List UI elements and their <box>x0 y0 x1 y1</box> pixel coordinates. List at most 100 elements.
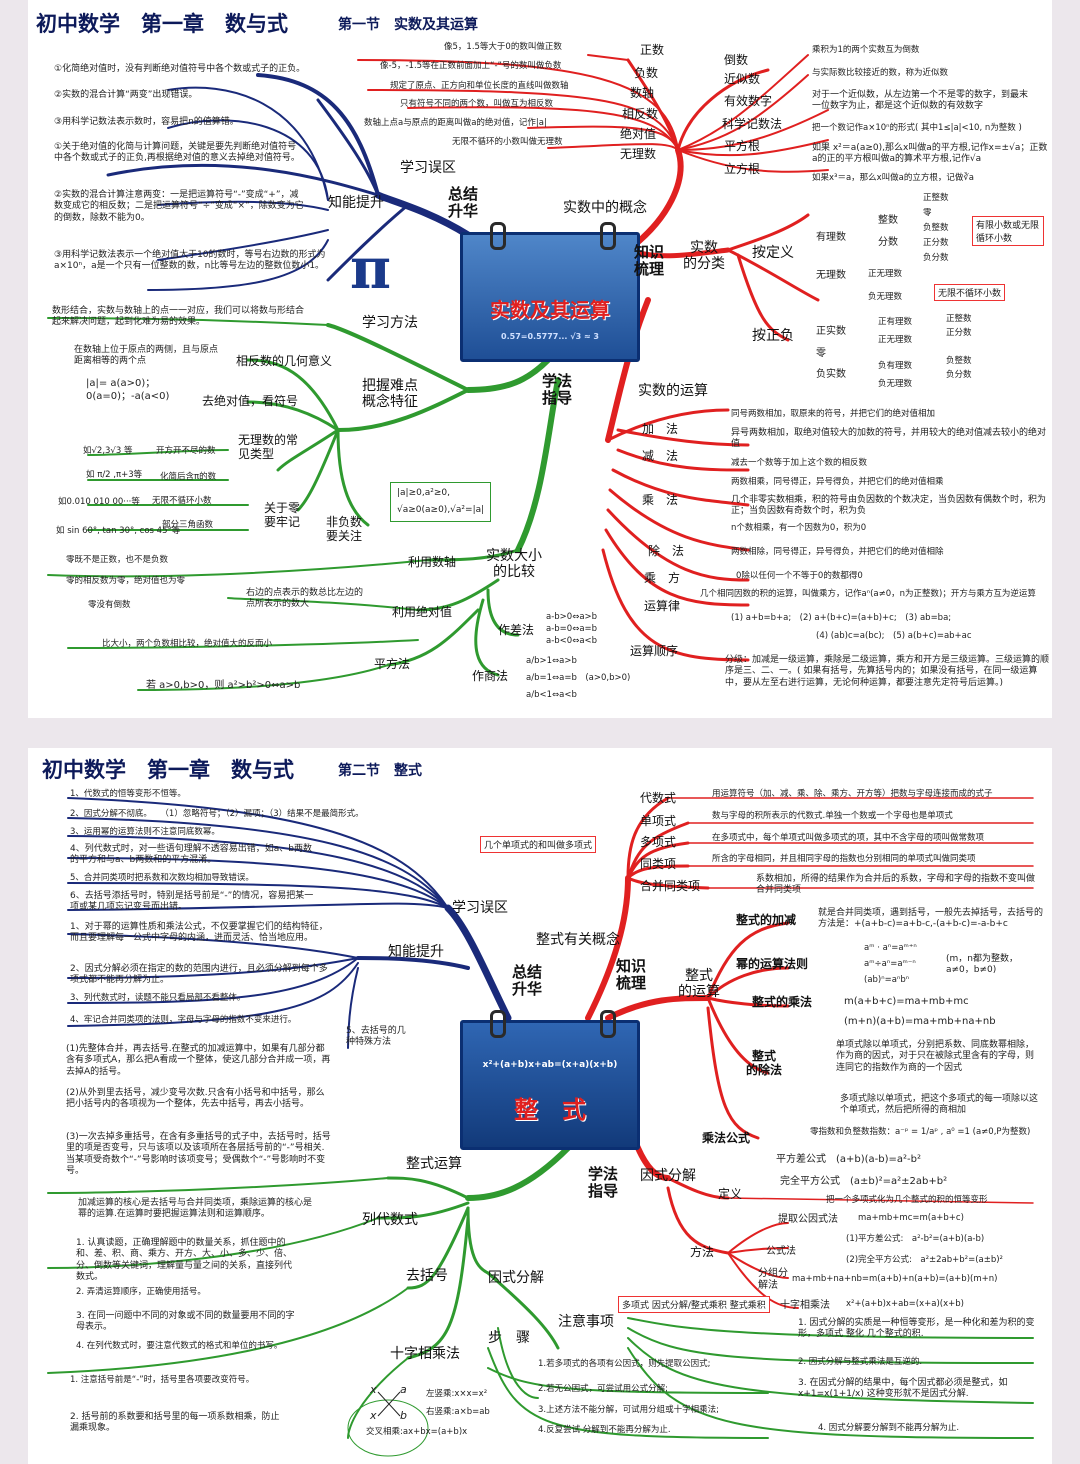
op-note: 平方差公式 (a+b)(a-b)=a²-b² <box>776 1154 922 1165</box>
class-zero2: 零 <box>816 348 826 359</box>
compare-item: 利用绝对值 <box>392 605 453 619</box>
class-pos-frac2: 正分数 <box>946 328 972 338</box>
center-card-formula: x²+(a+b)x+ab=(x+a)(x+b) <box>482 1060 618 1070</box>
concept-approx: 近似数 <box>724 72 761 86</box>
op-item: 整式的乘法 <box>752 995 813 1009</box>
improve-note: 2、因式分解必须在指定的数的范围内进行，且必须分解到每个多项式都不能再分解为止。 <box>70 964 328 986</box>
node-factor2: 因式分解 <box>488 1270 544 1286</box>
concept-note: 系数相加，所得的结果作为合并后的系数，字母和字母的指数不变叫做合并同类项 <box>756 874 1036 896</box>
grasp-item: 关于零要牢记 <box>264 501 301 529</box>
op-note: (ab)ⁿ=aⁿbⁿ <box>864 975 910 985</box>
nonneg-box: |a|≥0,a²≥0, √a≥0(a≥0),√a²=|a| <box>390 482 492 523</box>
concept-note: 数轴上点a与原点的距离叫做a的绝对值，记作|a| <box>364 118 547 128</box>
op-note: 分级：加减是一级运算，乘除是二级运算，乘方和开方是三级运算。三级运算的顺序是三、… <box>725 655 1050 688</box>
page-title: 初中数学 第一章 数与式 <box>36 12 288 36</box>
class-zero: 零 <box>923 208 932 218</box>
grasp-item: 无理数的常见类型 <box>238 433 299 461</box>
concept-note: 把一个数记作a×10ⁿ的形式( 其中1≤|a|<10, n为整数 ) <box>812 123 1022 133</box>
op-note: 0除以任何一个不等于0的数都得0 <box>736 571 863 581</box>
class-pos-irr: 正无理数 <box>868 269 903 279</box>
compare-item: 作商法 <box>472 669 509 683</box>
node-operations: 实数的运算 <box>638 383 708 399</box>
compare-item: 作差法 <box>498 623 535 637</box>
node-by-definition: 按定义 <box>752 245 794 261</box>
concept-scientific: 科学记数法 <box>722 117 783 131</box>
improve-note: 4、牢记合并同类项的法则，字母与字母的指数不变来进行。 <box>70 1015 297 1025</box>
class-irrational: 无理数 <box>816 270 846 281</box>
improve-note: ③用科学记数法表示一个绝对值大于10的数时，等号右边数的形式为a×10ⁿ，a是一… <box>54 250 326 272</box>
section-title: 第二节 整式 <box>338 763 422 779</box>
node-improve: 知能提升 <box>328 195 384 211</box>
class-neg-rational: 负有理数 <box>878 361 913 371</box>
improve-note: 3、列代数式时，读题不能只看局部不看整体。 <box>70 993 246 1003</box>
concept-opposite: 相反数 <box>622 107 659 121</box>
cross-rule: 右竖乘:a×b=ab <box>426 1407 490 1417</box>
node-notes: 注意事项 <box>558 1314 614 1330</box>
compare-note: 若 a>0,b>0，则 a²>b²>0⇔a>b <box>146 680 301 691</box>
mistake-note: ③用科学记数法表示数时，容易把n的值算错。 <box>54 117 239 127</box>
concept-monomial: 单项式 <box>640 814 677 828</box>
factor-note: x²+(a+b)x+ab=(x+a)(x+b) <box>846 1299 964 1309</box>
concept-sqrt: 平方根 <box>724 139 761 153</box>
op-pow: 乘 方 <box>644 571 681 585</box>
class-rational: 有理数 <box>816 232 846 243</box>
op-note: 减去一个数等于加上这个数的相反数 <box>731 458 868 468</box>
op-note: 零指数和负整数指数：a⁻ᵖ = 1/aᵖ , a⁰ =1 (a≠0,P为整数) <box>810 1127 1031 1137</box>
node-steps: 步 骤 <box>488 1330 530 1346</box>
nonneg-line: |a|≥0,a²≥0, <box>397 488 450 498</box>
compare-note: 比大小，两个负数相比较，绝对值大的反而小 <box>102 639 273 649</box>
class-neg-irrational: 负无理数 <box>878 379 913 389</box>
improve-note: ①关于绝对值的化简与计算问题，关键是要先判断绝对值符号中各个数或式子的正负,再根… <box>54 142 300 164</box>
center-card-real-numbers: 实数及其运算 0.57=0.5777... √3 ≈ 3 <box>460 222 640 362</box>
factor-item: 定义 <box>718 1187 743 1201</box>
grasp-note: 部分三角函数 <box>162 520 214 530</box>
grasp-note: 零没有倒数 <box>88 600 131 610</box>
cross-label: x <box>370 1409 377 1422</box>
op-add: 加 法 <box>642 422 679 436</box>
op-laws: 运算律 <box>644 599 681 613</box>
grasp-note: 零的相反数为零，绝对值也为零 <box>66 576 186 586</box>
op-order: 运算顺序 <box>630 644 679 658</box>
improve-note: ②实数的混合计算注意两变：一是把运算符号“-”变成“+”，减数变成它的相反数；二… <box>54 190 304 223</box>
concept-note: 无限不循环的小数叫做无理数 <box>452 137 563 147</box>
factor-note: 把一个多项式化为几个整式的积的恒等变形 <box>826 1195 988 1205</box>
improve-note: 5、去括号的几种特殊方法 <box>346 1026 406 1048</box>
class-pos-int: 正整数 <box>923 193 949 203</box>
grasp-note: 如 π/2 ,π+3等 <box>86 470 143 480</box>
grasp-note: 如0.010 010 00···等 <box>58 497 140 507</box>
op-note: (m+n)(a+b)=ma+mb+na+nb <box>844 1016 996 1027</box>
mistake-note: ①化简绝对值时，没有判断绝对值符号中各个数或式子的正负。 <box>54 64 306 74</box>
concept-note: 只有符号不同的两个数，叫做互为相反数 <box>400 99 554 109</box>
op-note: 单项式除以单项式，分别把系数、同底数幂相除，作为商的因式，对于只在被除式里含有的… <box>836 1040 1035 1073</box>
factor-item: 方法 <box>690 1245 715 1259</box>
op-note: m(a+b+c)=ma+mb+mc <box>844 996 969 1007</box>
compare-note: a-b>0⇔a>b <box>546 612 598 622</box>
hub-summary: 总结 升华 <box>448 185 479 220</box>
op-note: (1) a+b=b+a; (2) a+(b+c)=(a+b)+c; (3) ab… <box>731 613 952 623</box>
class-box: 无限不循环小数 <box>934 284 1006 301</box>
grasp-note: 化简后含π的数 <box>160 472 217 482</box>
center-card-title: 实数及其运算 <box>490 298 610 322</box>
compare-note: 右边的点表示的数总比左边的点所表示的数大 <box>246 588 364 610</box>
mistake-note: 6、去括号添括号时，特别是括号前是“-”的情况，容易把某一项或某几项忘记变号而出… <box>70 891 314 913</box>
node-mistakes: 学习误区 <box>452 900 508 916</box>
factor-notice: 1. 因式分解的实质是一种恒等变形，是一种化和差为积的变形，多项式 整化 几个整… <box>798 1318 1035 1340</box>
class-neg-real: 负实数 <box>816 369 846 380</box>
compare-note: a-b=0⇔a=b <box>546 624 598 634</box>
class-pos-int2: 正整数 <box>946 314 972 324</box>
op-note: 两数相除，同号得正，异号得负，并把它们的绝对值相除 <box>731 547 944 557</box>
cross-label: a <box>400 1383 407 1396</box>
concept-note: 乘积为1的两个实数互为倒数 <box>812 45 920 55</box>
factor-item: 分组分解法 <box>758 1268 788 1291</box>
cross-label: x <box>370 1383 377 1396</box>
page-title: 初中数学 第一章 数与式 <box>42 758 294 782</box>
node-brackets: 去括号 <box>406 1268 448 1284</box>
class-neg-frac2: 负分数 <box>946 370 972 380</box>
op-mul: 乘 法 <box>642 493 679 507</box>
factor-note: (1)平方差公式: a²-b²=(a+b)(a-b) <box>846 1234 985 1244</box>
concept-irrational: 无理数 <box>620 147 657 161</box>
grasp-note: 零既不是正数，也不是负数 <box>66 555 169 565</box>
op-note: 就是合并同类项，遇到括号，一般先去掉括号，去括号的方法是：+(a+b-c)=a+… <box>818 908 1044 930</box>
op-note: aᵐ÷aⁿ=aᵐ⁻ⁿ <box>864 959 916 969</box>
compare-note: a/b<1⇔a<b <box>526 690 577 700</box>
